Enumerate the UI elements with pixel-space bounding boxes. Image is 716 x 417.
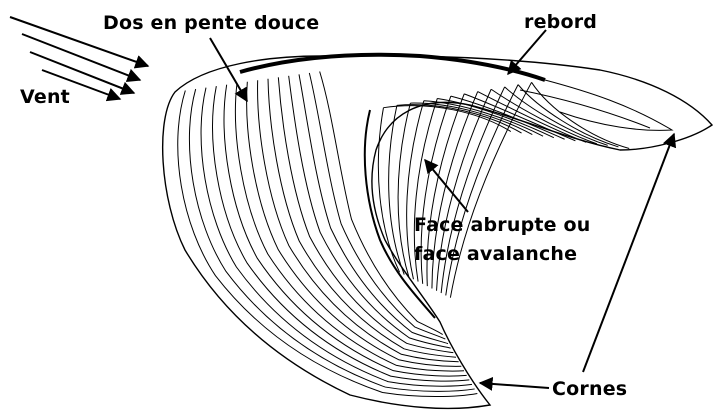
slip-face-label-line2: face avalanche [414,243,577,265]
horn-pointer-right [583,134,674,372]
right-horn [545,80,672,130]
slip-face-contours [378,82,629,297]
crest-line [240,55,545,80]
slip-face-label-line1: Face abrupte ou [414,214,591,236]
back-slope-contour [299,74,448,343]
horns-label: Cornes [552,378,627,400]
horn-pointer-left [480,383,549,388]
crest-pointer [508,30,546,74]
crest-label: rebord [524,11,597,33]
slip-face-pointer [425,160,468,212]
back-slope-contour [201,88,472,387]
wind-label: Vent [20,86,70,108]
back-slope-label: Dos en pente douce [103,12,319,34]
